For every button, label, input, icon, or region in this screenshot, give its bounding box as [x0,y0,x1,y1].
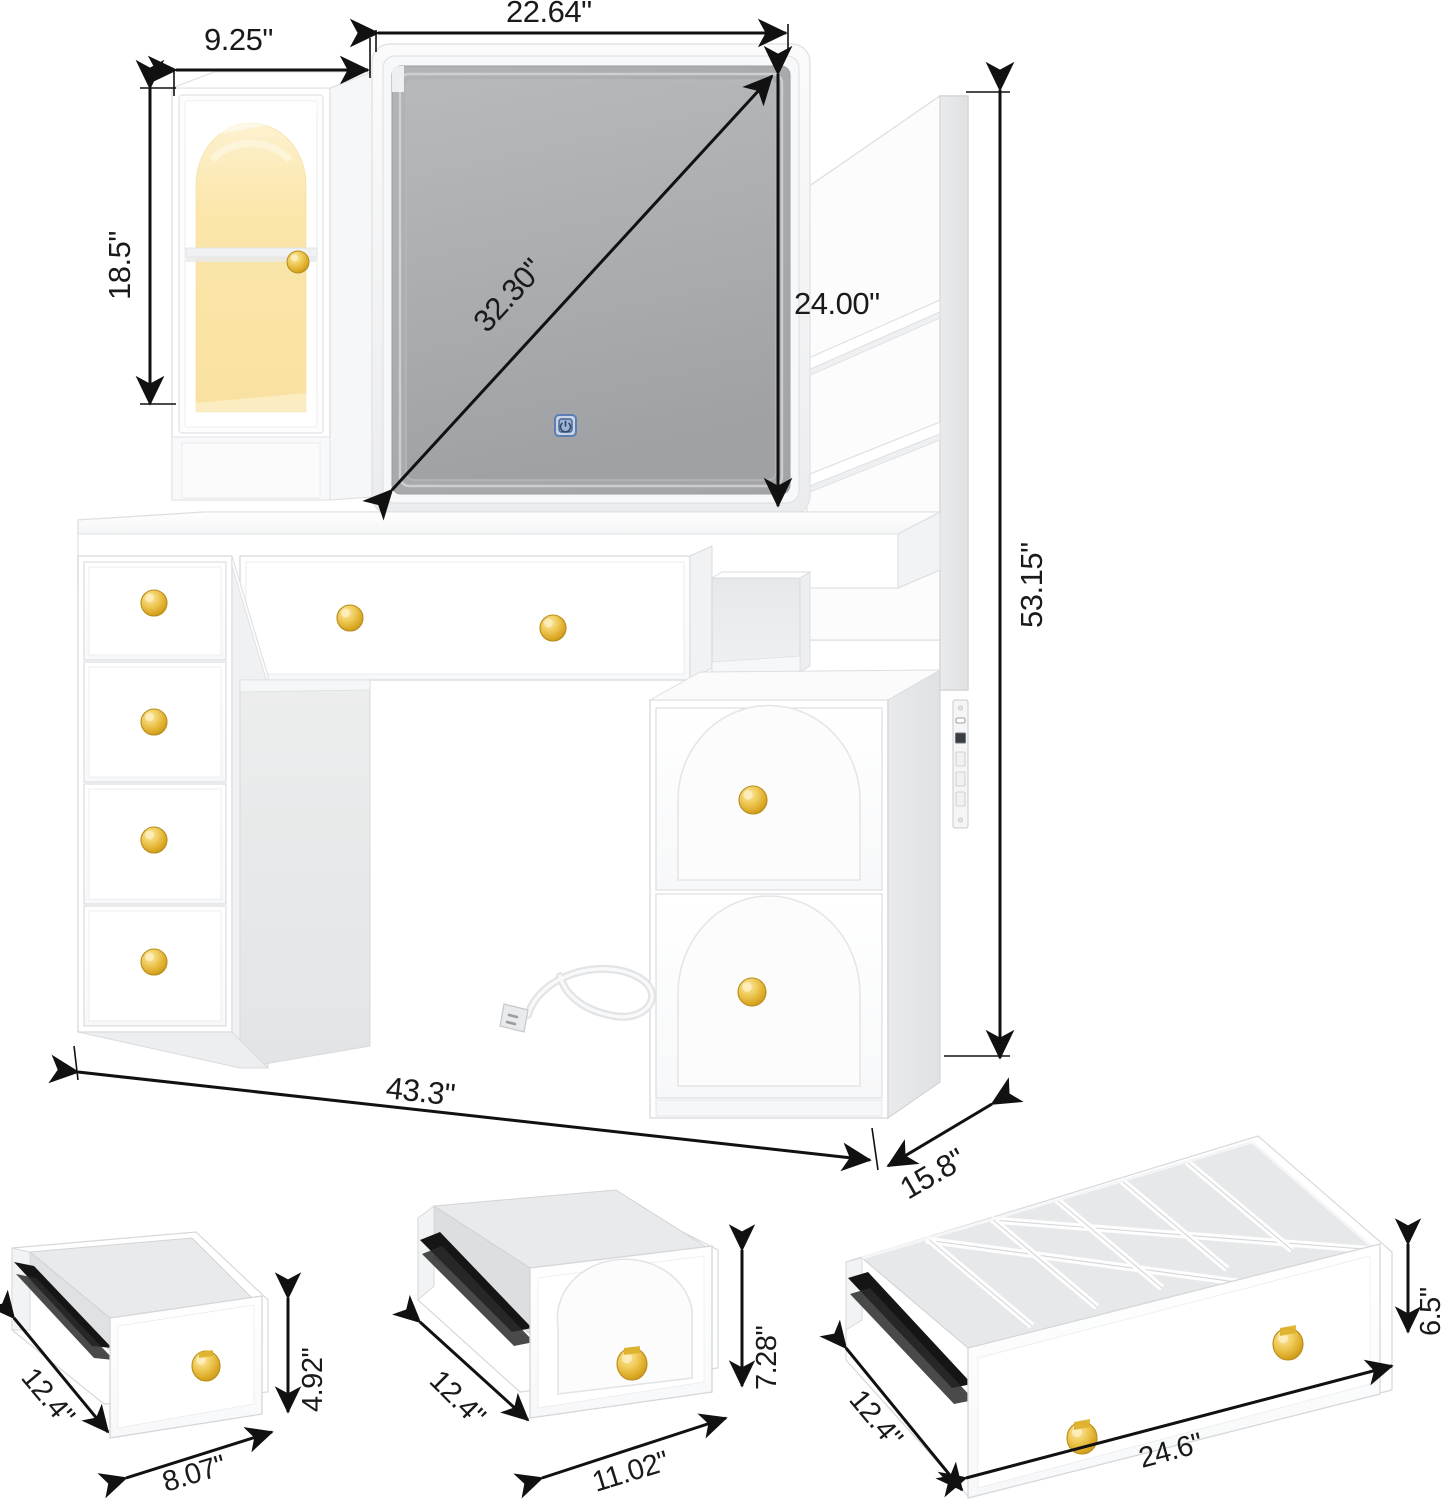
usb-a-port [955,732,966,744]
power-cord [499,964,657,1033]
dim-mirror-height: 24.00" [763,45,880,508]
dim-medium-drawer-width: 11.02" [513,1413,728,1499]
dim-medium-drawer-height: 7.28" [728,1224,783,1390]
right-shelf-tower [794,94,969,691]
cabinet-door-knob[interactable] [286,250,310,274]
right-drawer-1[interactable] [655,704,883,891]
power-outlet-strip[interactable] [952,699,969,829]
power-touch-icon[interactable] [554,414,577,437]
small-drawer-diagram: 12.4" 8.07" 4.92" [0,1231,329,1499]
drawer-knob[interactable] [1272,1325,1304,1361]
dim-overall-width: 43.3" [48,1045,879,1172]
dim-small-drawer-width: 8.07" [97,1427,274,1499]
left-drawer-2[interactable] [83,661,227,783]
dim-overall-height: 53.15" [944,61,1049,1060]
power-plug [499,1003,529,1033]
ac-socket [955,751,966,767]
dim-label-mirror-width: 22.64" [506,0,592,29]
dim-label-left-cabinet-width: 9.25" [204,22,273,57]
drawer-knob[interactable] [336,604,364,632]
dim-left-cabinet-width: 9.25" [147,22,371,96]
dim-overall-depth: 15.8" [886,1077,1024,1206]
desktop-top [77,511,941,535]
dim-small-drawer-height: 4.92" [274,1272,329,1414]
drawer-knob [140,826,168,854]
led-mirror[interactable] [371,43,811,515]
dim-label-overall-height: 53.15" [1014,542,1049,628]
left-upper-cabinet [171,71,373,501]
drawer-knob [737,977,767,1007]
arch-routed-panel [677,704,861,881]
arch-routed-panel [677,895,861,1087]
left-drawer-4[interactable] [83,905,227,1027]
left-drawer-1[interactable] [83,561,227,661]
left-drawer-3[interactable] [83,783,227,905]
large-divided-drawer-diagram: 12.4" 24.6" 6.5" [819,1135,1447,1499]
dim-large-drawer-height: 6.5" [1394,1218,1447,1336]
drawer-knob [140,708,168,736]
dim-label-small-drawer-height: 4.92" [297,1348,329,1412]
right-lower-cabinet [648,668,942,1120]
knee-space [239,679,371,1069]
vanity-unit [77,43,969,1120]
dim-label-overall-width: 43.3" [384,1070,456,1112]
led-arch-glow [196,123,306,412]
dim-label-medium-drawer-depth: 12.4" [423,1364,491,1432]
dim-label-small-drawer-width: 8.07" [159,1449,230,1498]
dim-label-left-cabinet-height: 18.5" [102,231,137,300]
dim-label-medium-drawer-width: 11.02" [589,1445,673,1498]
medium-drawer-diagram: 12.4" 11.02" 7.28" [392,1189,783,1499]
dim-label-large-drawer-height: 6.5" [1415,1287,1447,1336]
center-wide-drawer[interactable] [239,545,713,681]
ac-socket [955,771,966,787]
arch-routed-panel [556,1258,693,1395]
right-drawer-2[interactable] [655,893,883,1099]
dim-left-cabinet-height: 18.5" [102,59,176,406]
drawer-knob[interactable] [539,614,567,642]
drawer-knob [140,589,168,617]
drawer-knob[interactable] [616,1346,648,1381]
dim-label-overall-depth: 15.8" [894,1141,971,1206]
right-open-cubby [710,571,812,681]
ac-socket [955,791,966,807]
usb-c-port [955,717,966,724]
dim-label-mirror-height: 24.00" [794,286,880,321]
drawer-knob [738,785,768,815]
dim-label-medium-drawer-height: 7.28" [751,1326,783,1390]
drawer-knob [140,948,168,976]
drawer-knob[interactable] [191,1350,221,1382]
